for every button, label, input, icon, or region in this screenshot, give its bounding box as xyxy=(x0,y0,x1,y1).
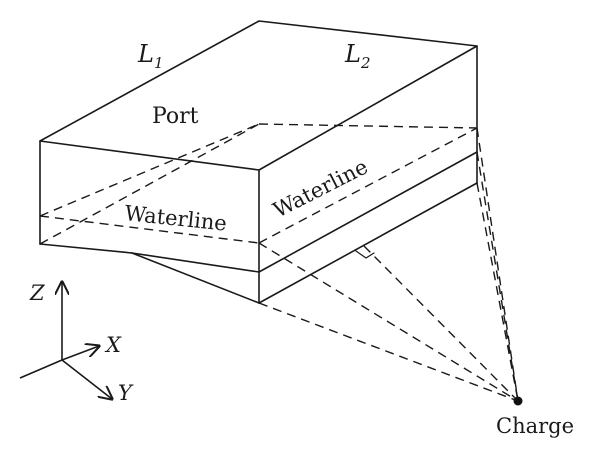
charge-line-3 xyxy=(476,182,519,402)
back-top-left-hidden xyxy=(39,123,260,245)
top-face xyxy=(39,20,478,171)
label-axis-x: X xyxy=(104,333,122,357)
right-angle-marker xyxy=(355,250,375,259)
label-axis-z: Z xyxy=(29,281,45,305)
side-bottom-edge xyxy=(258,182,478,304)
charge-line-2 xyxy=(476,151,519,402)
y-axis-tail xyxy=(19,359,63,379)
waterline-front-dashed xyxy=(39,215,260,244)
label-axis-y: Y xyxy=(118,381,134,405)
charge-line-perpendicular xyxy=(363,245,519,402)
waterline-left-dashed xyxy=(39,123,260,217)
waterline-front-edge xyxy=(131,252,260,273)
bottom-front-slope xyxy=(131,252,260,304)
charge-line-1 xyxy=(476,127,519,402)
charge-line-4 xyxy=(258,242,519,402)
hull-box xyxy=(39,20,478,304)
charge-lines xyxy=(258,127,519,402)
front-lower-left xyxy=(39,243,133,254)
label-waterline-side: Waterline xyxy=(269,155,371,223)
label-charge: Charge xyxy=(496,414,574,438)
x-axis xyxy=(61,346,99,361)
y-axis xyxy=(61,359,112,399)
label-l2: L2 xyxy=(344,40,370,72)
label-waterline-front: Waterline xyxy=(123,201,228,236)
back-top-right-hidden xyxy=(258,123,478,129)
label-l1: L1 xyxy=(137,40,163,72)
charge-point xyxy=(513,396,523,406)
label-port: Port xyxy=(152,104,199,129)
hidden-edges xyxy=(39,123,478,245)
coordinate-axes xyxy=(19,282,112,399)
waterline-side-edge xyxy=(258,151,478,273)
charge-line-5 xyxy=(258,302,519,402)
waterline-back-dashed xyxy=(258,127,478,244)
